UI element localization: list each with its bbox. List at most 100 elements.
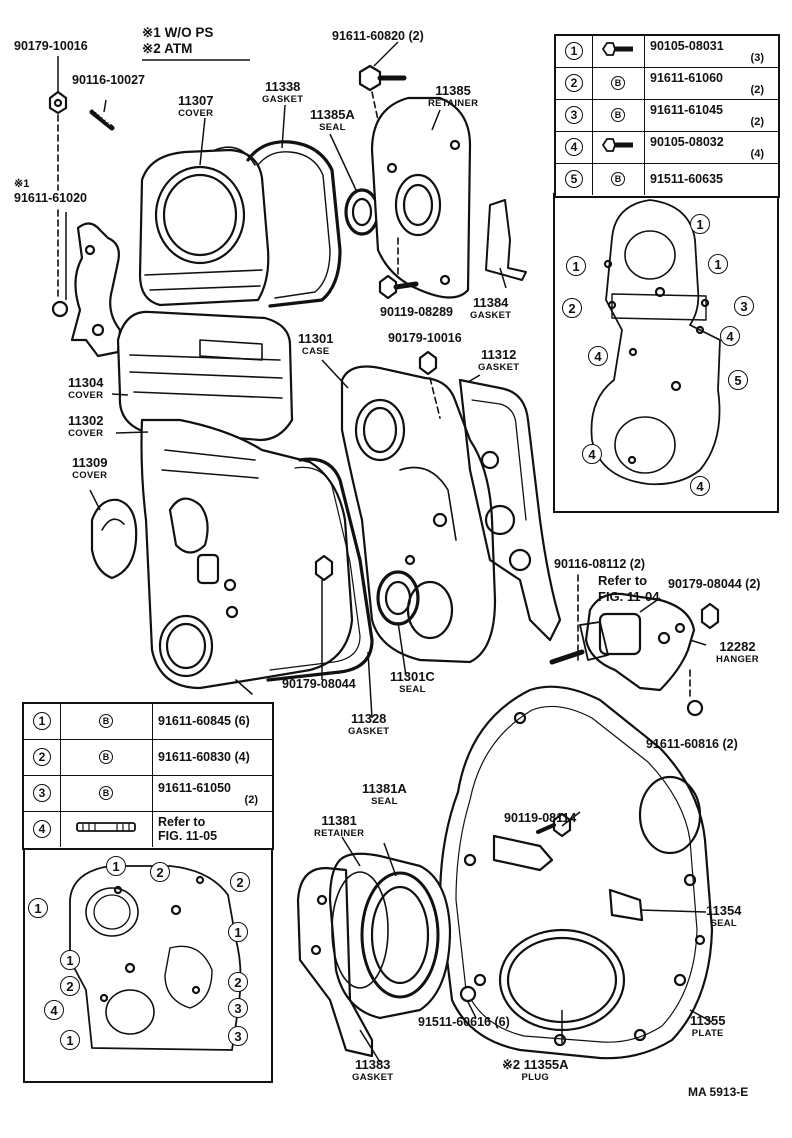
row-part-cell: 91511-60635	[644, 164, 778, 195]
bolt-icon	[358, 64, 407, 92]
table-row: 4 90105-08032(4)	[556, 132, 778, 164]
part-name: RETAINER	[428, 98, 479, 109]
row-index-cell: 4	[556, 132, 593, 163]
stud-icon	[549, 649, 585, 665]
part-quantity: (2)	[750, 115, 764, 128]
part-number: 91611-60845 (6)	[158, 714, 250, 729]
row-index-circle: 1	[33, 712, 51, 731]
part-11384: 11384 GASKET	[470, 296, 511, 322]
part-number: Refer to	[158, 815, 206, 830]
part-name: SEAL	[371, 796, 398, 807]
row-part-cell: 90105-08032(4)	[644, 132, 778, 163]
part-quantity: (2)	[244, 793, 258, 806]
row-index-cell: 2	[556, 68, 593, 99]
part-90179-08044-a: 90179-08044	[282, 677, 356, 691]
callout-2: 2	[150, 862, 170, 882]
part-90179-10016-b: 90179-10016	[388, 331, 462, 345]
part-90116-08112: 90116-08112 (2)	[554, 557, 646, 571]
callout-1: 1	[60, 1030, 80, 1050]
part-name: GASKET	[478, 362, 520, 373]
part-11312: 11312 GASKET	[478, 348, 519, 374]
nut-icon	[700, 602, 720, 630]
callout-2: 2	[60, 976, 80, 996]
row-index-circle: 3	[33, 784, 51, 803]
row-icon-cell: B	[60, 776, 153, 811]
bolt-b-icon: B	[611, 76, 625, 91]
row-icon-cell: B	[592, 68, 645, 99]
table-row: 5 B 91511-60635	[556, 164, 778, 195]
callout-1: 1	[708, 254, 728, 274]
row-index-cell: 1	[556, 36, 593, 67]
row-index-circle: 5	[565, 170, 583, 189]
part-name: GASKET	[470, 310, 512, 321]
part-name: CASE	[301, 346, 330, 357]
note-star1: ※1 W/O PS	[142, 25, 214, 40]
nut-icon	[314, 554, 334, 582]
part-name: SEAL	[710, 918, 737, 929]
callout-2: 2	[562, 298, 582, 318]
part-name: COVER	[68, 390, 104, 401]
part-11328: 11328 GASKET	[348, 712, 389, 738]
note-star2: ※2 ATM	[142, 41, 193, 56]
row-index-cell: 1	[24, 704, 61, 739]
part-91611-61020: 91611-61020	[14, 191, 87, 205]
row-index-cell: 4	[24, 812, 61, 847]
bolt-b-icon	[51, 300, 69, 318]
bolt-b-icon: B	[611, 108, 625, 123]
callout-4: 4	[582, 444, 602, 464]
part-91511-60616: 91511-60616 (6)	[418, 1015, 510, 1029]
row-icon-cell: B	[592, 100, 645, 131]
figure-code: MA 5913-E	[688, 1085, 749, 1099]
part-number: 91611-61050	[158, 780, 231, 795]
row-index-cell: 2	[24, 740, 61, 775]
callout-4: 4	[690, 476, 710, 496]
callout-4: 4	[720, 326, 740, 346]
callout-1: 1	[106, 856, 126, 876]
bolt-b-icon: B	[611, 172, 625, 187]
part-number: 11328	[350, 711, 387, 726]
part-90119-08289: 90119-08289	[380, 305, 453, 319]
part-11381A: 11381A SEAL	[362, 782, 407, 808]
part-quantity: (4)	[750, 147, 764, 160]
row-index-cell: 5	[556, 164, 593, 195]
refer-fig-11-04-line2: FIG. 11-04	[598, 589, 660, 604]
part-name: COVER	[72, 470, 108, 481]
callout-3: 3	[734, 296, 754, 316]
part-number: 11309	[72, 455, 108, 470]
part-91611-60816: 91611-60816 (2)	[646, 737, 738, 751]
part-number: 11381A	[362, 781, 407, 796]
part-91611-60820: 91611-60820 (2)	[332, 29, 424, 43]
part-11338: 11338 GASKET	[262, 80, 303, 106]
stud-icon	[89, 109, 115, 131]
row-icon-cell	[592, 36, 645, 67]
row-icon-cell	[60, 812, 153, 847]
part-number: 91611-60830 (4)	[158, 750, 250, 765]
part-11354: 11354 SEAL	[706, 904, 741, 930]
part-number: ※2 11355A	[502, 1057, 569, 1072]
part-11385A: 11385A SEAL	[310, 108, 355, 134]
part-number: 11301C	[390, 669, 435, 684]
callout-3: 3	[228, 1026, 248, 1046]
part-11301C: 11301C SEAL	[390, 670, 435, 696]
part-11355: 11355 PLATE	[690, 1014, 725, 1040]
part-11307: 11307 COVER	[178, 94, 213, 120]
part-name: GASKET	[348, 726, 390, 737]
part-name: COVER	[178, 108, 214, 119]
part-number: 11302	[68, 413, 104, 428]
part-11355A: ※2 11355A PLUG	[502, 1058, 569, 1084]
part-11301: 11301 CASE	[298, 332, 333, 358]
part-number: 11384	[472, 295, 509, 310]
bolt-icon	[536, 812, 572, 838]
part-quantity: (3)	[750, 51, 764, 64]
stud-bolt-icon	[75, 820, 137, 838]
